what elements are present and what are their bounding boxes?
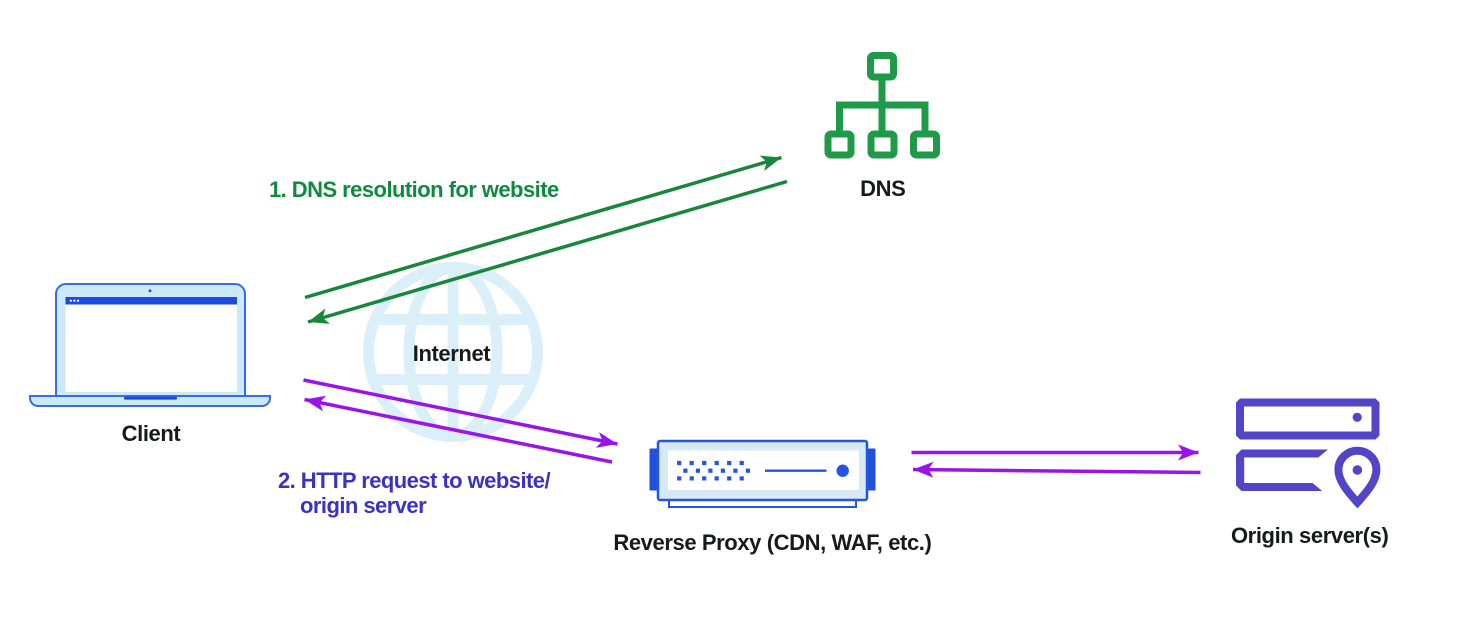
arrow-proxy-to-client bbox=[304, 395, 613, 464]
arrow-line-origin-proxy bbox=[912, 461, 1201, 478]
laptop-hinge-notch bbox=[124, 396, 177, 400]
dns-leaf-node-left bbox=[824, 130, 855, 159]
arrow-line-client-proxy bbox=[303, 378, 618, 448]
client-label: Client bbox=[121, 421, 181, 447]
proxy-front-dot bbox=[836, 464, 849, 477]
dns-leaf-node-right bbox=[910, 130, 940, 159]
origin-label: Origin server(s) bbox=[1230, 522, 1389, 548]
arrow-origin-to-proxy bbox=[912, 461, 1201, 478]
dns-icon bbox=[824, 52, 940, 159]
origin-location-pin bbox=[1334, 446, 1381, 509]
reverse-proxy-icon bbox=[649, 439, 876, 508]
arrow-line-client-dns bbox=[304, 155, 782, 300]
reverse-proxy-label: Reverse Proxy (CDN, WAF, etc.) bbox=[613, 530, 932, 556]
laptop-base bbox=[29, 395, 271, 407]
origin-top-drive bbox=[1236, 398, 1380, 440]
dns-root-node bbox=[867, 52, 897, 81]
internet-label: Internet bbox=[412, 340, 491, 366]
client-laptop-icon bbox=[29, 283, 271, 407]
arrow-dns-to-client bbox=[307, 179, 788, 324]
dns-leaf-node-middle bbox=[867, 130, 898, 159]
arrow-line-proxy-client bbox=[304, 395, 613, 464]
laptop-camera-dot bbox=[148, 289, 152, 293]
arrow-client-to-proxy bbox=[303, 378, 618, 448]
origin-servers-icon bbox=[1236, 398, 1381, 509]
dns-tree-connectors bbox=[836, 77, 929, 134]
laptop-screen bbox=[65, 297, 237, 392]
browser-dot-2 bbox=[73, 299, 76, 302]
browser-dot-3 bbox=[76, 299, 80, 302]
arrow-line-dns-client bbox=[307, 179, 788, 324]
proxy-vent-dots bbox=[677, 460, 750, 481]
arrow-client-to-dns bbox=[304, 155, 782, 300]
annotation-dns-resolution: 1. DNS resolution for website bbox=[269, 176, 559, 202]
origin-bottom-drive bbox=[1236, 449, 1328, 491]
browser-titlebar bbox=[65, 297, 237, 305]
origin-pin-dot bbox=[1352, 465, 1363, 475]
annotation-http-request: 2. HTTP request to website/origin server bbox=[278, 468, 551, 519]
browser-dot-1 bbox=[69, 299, 72, 302]
internet-globe-icon bbox=[363, 262, 543, 442]
origin-top-drive-led bbox=[1352, 412, 1362, 422]
dns-label: DNS bbox=[860, 176, 906, 202]
